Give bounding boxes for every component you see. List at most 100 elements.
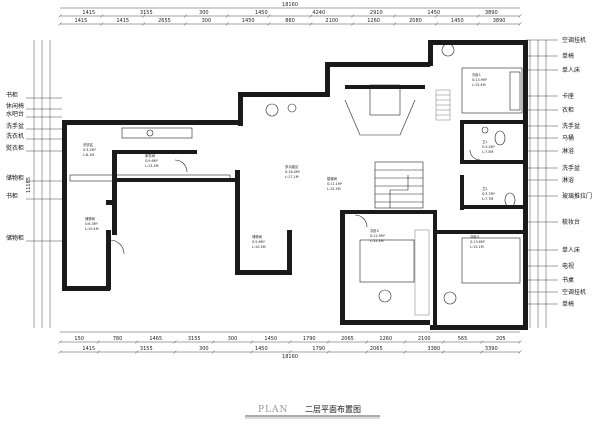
svg-text:卫1: 卫1 (482, 140, 488, 144)
top-dim-row2-0: 1415 (75, 18, 88, 24)
left-label-4: 洗衣机 (6, 132, 24, 140)
svg-text:S:3.2M²: S:3.2M² (83, 148, 97, 152)
top-dimension-lines (58, 7, 522, 26)
top-dim-row2-8: 2080 (409, 18, 422, 24)
right-label-9: 淋浴 (562, 176, 574, 184)
title-en: PLAN (258, 405, 288, 415)
svg-text:多功能区: 多功能区 (285, 164, 299, 169)
top-dim-row1-2: 300 (199, 10, 209, 16)
bottom-dim-row1-9: 2100 (418, 336, 431, 342)
left-label-6: 储物柜 (6, 174, 24, 182)
bottom-dim-row1-0: 150 (74, 336, 84, 342)
bottom-dim-row1-11: 205 (496, 336, 506, 342)
right-label-7: 淋浴 (562, 147, 574, 155)
right-label-12: 单人床 (562, 246, 580, 254)
svg-text:L:7.7M: L:7.7M (482, 197, 493, 201)
svg-text:卫2: 卫2 (482, 187, 488, 191)
bottom-dim-row2-2: 300 (199, 346, 209, 352)
bottom-dim-row1-7: 2065 (341, 336, 354, 342)
svg-text:S:12.9M²: S:12.9M² (370, 234, 386, 238)
left-label-5: 熨衣柜 (6, 144, 24, 152)
svg-text:L:15.4M: L:15.4M (472, 83, 486, 87)
room-label-2: 卫1 S:3.2M² L:7.5M (482, 140, 496, 154)
svg-text:S:11.1M²: S:11.1M² (327, 182, 343, 186)
top-dim-row2-5: 880 (285, 18, 295, 24)
bottom-dim-row2-7: 3390 (485, 346, 498, 352)
top-dim-row2-1: 1415 (116, 18, 129, 24)
room-label-3: 卫2 S:3.7M² L:7.7M (482, 187, 496, 201)
svg-text:S:6.3M²: S:6.3M² (85, 222, 99, 226)
bottom-total-dimension: 18160 (282, 354, 298, 360)
svg-text:L:15.3M: L:15.3M (370, 239, 384, 243)
svg-text:S:13.6M²: S:13.6M² (470, 240, 486, 244)
svg-text:次卧1: 次卧1 (472, 72, 481, 77)
svg-text:S:13.9M²: S:13.9M² (472, 78, 488, 82)
left-label-0: 书柜 (6, 91, 18, 99)
room-label-5: 次卧3 S:13.6M² L:15.1M (470, 234, 486, 249)
right-label-11: 梳妆台 (562, 218, 580, 226)
bottom-dim-row2-6: 3380 (427, 346, 440, 352)
bottom-dim-row1-10: 565 (458, 336, 468, 342)
left-dimension-lines (33, 40, 51, 328)
top-dim-row2-2: 2655 (158, 18, 171, 24)
right-label-10: 玻璃推拉门 (562, 192, 592, 200)
right-label-15: 空调挂机 (562, 288, 586, 296)
svg-text:L:8.1M: L:8.1M (83, 153, 94, 157)
left-label-3: 洗手盆 (6, 122, 24, 130)
room-labels: 次卧1 S:13.9M² L:15.4M 卫1 S:3.2M² L:7.5M 卫… (83, 72, 496, 249)
right-label-1: 单椅 (562, 52, 574, 60)
right-label-13: 电视 (562, 262, 574, 270)
title-cn: 二层平面布置图 (305, 404, 361, 414)
right-label-4: 衣柜 (562, 106, 574, 114)
left-label-7: 书柜 (6, 192, 18, 200)
top-dim-row2-6: 2100 (325, 18, 338, 24)
furniture (69, 43, 523, 316)
right-label-5: 洗手盆 (562, 122, 580, 130)
bottom-dim-row2-1: 3155 (140, 346, 153, 352)
top-dim-row2-4: 1450 (242, 18, 255, 24)
svg-text:L:17.1M: L:17.1M (285, 175, 299, 179)
right-label-8: 洗手盆 (562, 164, 580, 172)
right-label-2: 单人床 (562, 66, 580, 74)
exterior-walls (62, 40, 528, 330)
left-label-1: 休闲椅 (6, 102, 24, 110)
bottom-dim-row2-0: 1415 (82, 346, 95, 352)
svg-text:L:10.3M: L:10.3M (252, 245, 266, 249)
bottom-dim-row2-5: 2065 (370, 346, 383, 352)
right-label-6: 马桶 (562, 134, 574, 142)
room-label-7: 楼梯间 S:11.1M² L:15.3M (327, 176, 343, 191)
bottom-dim-row1-1: 780 (113, 336, 123, 342)
bottom-dim-row2-3: 1450 (255, 346, 268, 352)
room-label-9: 洗衣区 S:3.2M² L:8.1M (83, 142, 97, 157)
svg-text:L:15.1M: L:15.1M (470, 245, 484, 249)
svg-text:L:10.4M: L:10.4M (85, 227, 99, 231)
svg-text:L:15.3M: L:15.3M (327, 187, 341, 191)
svg-text:洗衣区: 洗衣区 (83, 142, 94, 147)
svg-text:L:13.3M: L:13.3M (145, 164, 159, 168)
svg-text:L:7.5M: L:7.5M (482, 150, 493, 154)
svg-text:S:16.4M²: S:16.4M² (285, 170, 301, 174)
right-label-16: 单椅 (562, 300, 574, 308)
interior-walls (112, 85, 523, 325)
bottom-dim-row1-6: 1790 (303, 336, 316, 342)
top-dim-row1-4: 4240 (312, 10, 325, 16)
top-dim-row1-1: 3155 (140, 10, 153, 16)
svg-text:次卧3: 次卧3 (470, 234, 479, 239)
svg-text:储物间: 储物间 (85, 216, 96, 221)
svg-text:S:3.2M²: S:3.2M² (482, 145, 496, 149)
right-label-0: 空调挂机 (562, 36, 586, 44)
room-label-1: 次卧1 S:13.9M² L:15.4M (472, 72, 488, 87)
right-label-3: 卡座 (562, 92, 574, 100)
bottom-dim-row1-5: 1450 (264, 336, 277, 342)
room-label-8: 家务间 S:9.6M² L:13.3M (145, 153, 159, 168)
drawing-title: PLAN 二层平面布置图 (245, 404, 380, 419)
top-dim-row2-3: 300 (202, 18, 212, 24)
svg-text:储物间: 储物间 (252, 234, 263, 239)
room-label-10: 储物间 S:6.3M² L:10.4M (85, 216, 99, 231)
left-label-8: 储物柜 (6, 234, 24, 242)
